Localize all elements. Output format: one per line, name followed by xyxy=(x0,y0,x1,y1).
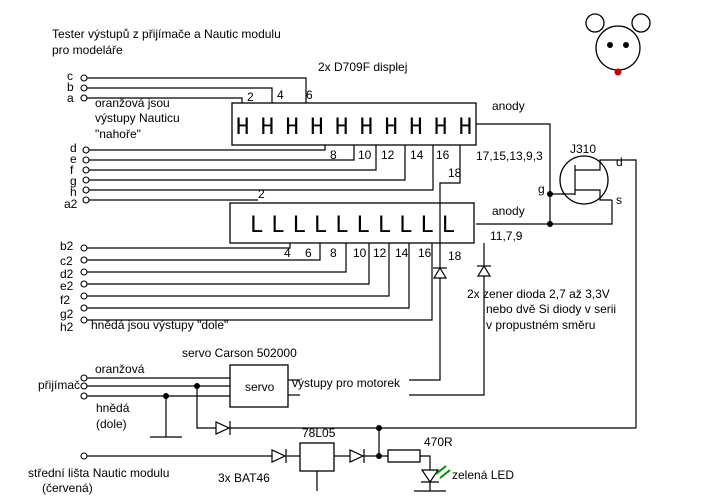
display-bottom xyxy=(229,202,475,244)
title-line-1: Tester výstupů z přijímače a Nautic modu… xyxy=(52,27,281,41)
resistor-label: 470R xyxy=(424,435,453,449)
pin-num-6: 6 xyxy=(306,88,313,102)
pin-label-e2: e2 xyxy=(60,279,74,293)
pin-label-c2: c2 xyxy=(60,254,73,268)
receiver-label: přijímač xyxy=(38,378,80,392)
led-icon xyxy=(420,465,451,484)
pin-num-10: 10 xyxy=(358,148,372,162)
pin-label-d2: d2 xyxy=(60,267,74,281)
pin-label-b: b xyxy=(67,80,74,94)
pin-label-d: d xyxy=(70,141,77,155)
nautic-line-1: střední lišta Nautic modulu xyxy=(28,466,169,480)
pin-num-b12: 12 xyxy=(373,246,387,260)
pin-label-f: f xyxy=(70,163,74,177)
jfet-symbol xyxy=(559,155,612,205)
jfet-s: s xyxy=(616,193,622,207)
pin-label-a: a xyxy=(67,91,74,105)
pin-num-18-top: 18 xyxy=(448,166,462,180)
note-top-line-1: oranžová jsou xyxy=(95,96,170,110)
diode-servo xyxy=(215,421,231,435)
note-top-line-2: výstupy Nauticu xyxy=(95,111,180,125)
pin-label-g: g xyxy=(70,174,77,188)
pin-num-8: 8 xyxy=(330,148,337,162)
jfet-label: J310 xyxy=(570,142,596,156)
pin-num-b18: 18 xyxy=(448,249,462,263)
title-line-2: pro modeláře xyxy=(52,43,123,57)
zener-diode-1 xyxy=(432,266,448,279)
terminal-group-top: c b a xyxy=(67,69,307,105)
pin-num-b8: 8 xyxy=(330,246,337,260)
pin-num-14: 14 xyxy=(410,148,424,162)
jfet-d: d xyxy=(616,155,623,169)
display-label: 2x D709F displej xyxy=(318,60,407,74)
display-top xyxy=(231,102,477,146)
pin-label-h2: h2 xyxy=(60,320,74,334)
pin-num-b4: 4 xyxy=(284,246,291,260)
anode-pins-top: 17,15,13,9,3 xyxy=(476,149,543,163)
pin-num-12: 12 xyxy=(381,148,395,162)
regulator-78l05 xyxy=(299,442,335,472)
note-bottom: hnědá jsou výstupy "dole" xyxy=(91,318,228,332)
terminal-group-middle: d e f g h a2 xyxy=(64,141,434,211)
jfet-g: g xyxy=(538,182,545,196)
servo-box-label: servo xyxy=(245,380,275,394)
pin-num-b6: 6 xyxy=(305,246,312,260)
note-top-line-3: "nahoře" xyxy=(95,127,141,141)
pin-label-g2: g2 xyxy=(60,307,74,321)
pin-label-b2: b2 xyxy=(60,239,74,253)
pin-num-b16: 16 xyxy=(418,246,432,260)
pin-num-4: 4 xyxy=(277,88,284,102)
led-label: zelená LED xyxy=(452,468,514,482)
servo-label: servo Carson 502000 xyxy=(182,346,297,360)
receiver-brown: hnědá xyxy=(96,401,130,415)
zener-note-1: 2x zener dioda 2,7 až 3,3V xyxy=(467,287,610,301)
mouse-logo-icon xyxy=(585,13,651,76)
nautic-line-2: (červená) xyxy=(42,481,93,495)
pin-label-a2: a2 xyxy=(64,197,78,211)
zener-note-2: nebo dvě Si diody v serii xyxy=(486,302,616,316)
receiver-brown-note: (dole) xyxy=(96,417,127,431)
pin-num-2: 2 xyxy=(247,90,254,104)
anody-label-top: anody xyxy=(492,99,525,113)
pin-num-b10: 10 xyxy=(353,246,367,260)
regulator-label: 78L05 xyxy=(302,426,336,440)
pin-label-e: e xyxy=(70,152,77,166)
resistor-470r xyxy=(387,449,421,463)
motor-label: výstupy pro motorek xyxy=(292,376,401,390)
anody-label-bottom: anody xyxy=(492,204,525,218)
pin-label-c: c xyxy=(67,69,73,83)
anode-pins-bottom: 11,7,9 xyxy=(490,229,523,243)
servo-box xyxy=(229,364,289,408)
diodes-label: 3x BAT46 xyxy=(218,471,270,485)
pin-label-f2: f2 xyxy=(60,293,70,307)
zener-note-3: v propustném směru xyxy=(486,318,595,332)
zener-diode-2 xyxy=(476,264,492,277)
pin-num-16: 16 xyxy=(436,148,450,162)
receiver-orange: oranžová xyxy=(95,362,145,376)
diode-bat46-1 xyxy=(271,449,287,463)
pin-num-b14: 14 xyxy=(395,246,409,260)
diode-bat46-2 xyxy=(349,449,365,463)
pin-label-h: h xyxy=(70,185,77,199)
terminal-group-bottom: b2 c2 d2 e2 f2 g2 h2 xyxy=(60,239,433,334)
pin-num-2-bottom: 2 xyxy=(258,187,265,201)
